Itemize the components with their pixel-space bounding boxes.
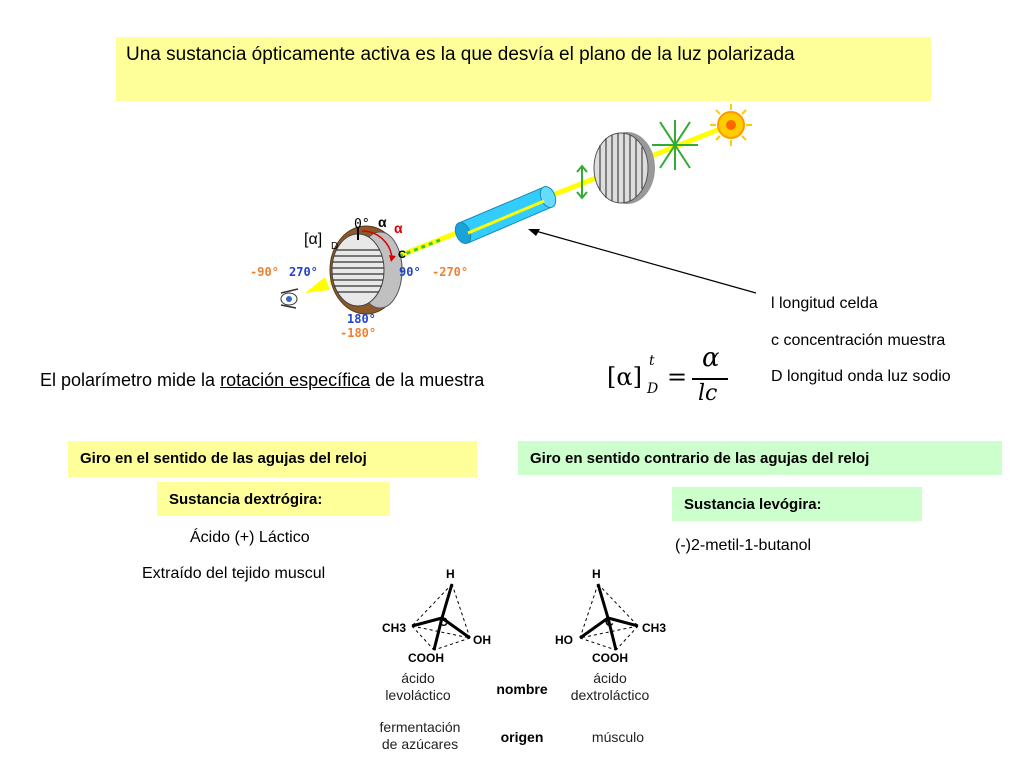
counterclockwise-header-text: Giro en sentido contrario de las agujas …: [530, 450, 870, 467]
right-ch3: CH3: [642, 621, 666, 635]
left-oh: OH: [473, 633, 491, 647]
clockwise-header-text: Giro en el sentido de las agujas del rel…: [80, 450, 367, 467]
clockwise-header: Giro en el sentido de las agujas del rel…: [68, 441, 477, 477]
left-c: C: [439, 615, 448, 629]
enantiomers-svg: H C CH3 OH COOH H C CH3 HO COOH ácido le…: [380, 567, 667, 752]
right-name-2: dextroláctico: [571, 687, 650, 703]
right-c: C: [605, 615, 614, 629]
dextrorotatory-text: Sustancia dextrógira:: [169, 491, 323, 508]
output-arrow: [305, 277, 330, 293]
pointer-arrowhead: [528, 229, 540, 236]
left-cooh: COOH: [408, 651, 444, 665]
left-name-2: levoláctico: [385, 687, 451, 703]
label-alpha-black: α: [378, 214, 387, 230]
counterclockwise-header: Giro en sentido contrario de las agujas …: [518, 441, 1002, 475]
label-c: C: [398, 249, 406, 261]
right-cooh: COOH: [592, 651, 628, 665]
left-origin-2: de azúcares: [382, 736, 458, 752]
sentence-before: El polarímetro mide la: [40, 370, 221, 390]
formula-equals: =: [667, 363, 688, 391]
polarization-arrow-icon: [576, 164, 588, 200]
dextrolactic-structure: [579, 583, 639, 651]
unpolarized-light-icon: [652, 120, 698, 170]
formula-sub: D: [647, 381, 659, 397]
dextrorotatory-box: Sustancia dextrógira:: [157, 482, 390, 516]
light-beam-dashes: [399, 238, 441, 258]
butanol-text: (-)2-metil-1-butanol: [675, 537, 812, 554]
title-box: Una sustancia ópticamente activa es la q…: [116, 37, 931, 101]
right-name-1: ácido: [593, 670, 627, 686]
legend-d: D longitud onda luz sodio: [771, 368, 951, 385]
levolactic-structure: [411, 583, 471, 651]
lactic-acid-enantiomers-figure: H C CH3 OH COOH H C CH3 HO COOH ácido le…: [370, 562, 690, 768]
lactic-acid-text: Ácido (+) Láctico: [190, 529, 310, 546]
sample-tube-icon: [454, 185, 557, 245]
origen-label: origen: [501, 729, 544, 745]
legend-l: l longitud celda: [771, 295, 878, 312]
pointer-line: [531, 229, 757, 294]
label-alpha-red: α: [394, 220, 403, 236]
muscle-tissue-text: Extraído del tejido muscul: [142, 565, 326, 582]
label-neg180: -180°: [340, 326, 376, 340]
formula-sup: t: [649, 353, 655, 369]
formula-lhs: [α]: [607, 363, 642, 391]
right-origin: músculo: [592, 729, 644, 745]
levorotatory-text: Sustancia levógira:: [684, 496, 822, 513]
left-h: H: [446, 567, 455, 581]
sentence-after: de la muestra: [370, 370, 485, 390]
sun-icon: [710, 104, 752, 146]
legend-c: c concentración muestra: [771, 332, 946, 349]
polarimeter-sentence: El polarímetro mide la rotación específi…: [40, 370, 484, 391]
alpha-d-sub: D: [331, 241, 338, 252]
label-0deg: 0°: [354, 217, 370, 232]
formula-numerator: α: [702, 343, 720, 373]
formula-denominator: lc: [698, 381, 718, 406]
right-h: H: [592, 567, 601, 581]
formula-fraction-bar: [692, 378, 728, 380]
label-neg90: -90°: [250, 265, 279, 279]
label-270: 270°: [289, 265, 318, 279]
nombre-label: nombre: [496, 681, 548, 697]
left-name-1: ácido: [401, 670, 435, 686]
title-text: Una sustancia ópticamente activa es la q…: [126, 44, 795, 65]
label-180: 180°: [347, 312, 376, 326]
levorotatory-box: Sustancia levógira:: [672, 487, 922, 521]
left-ch3: CH3: [382, 621, 406, 635]
specific-rotation-link: rotación específica: [220, 370, 371, 390]
label-neg270: -270°: [432, 265, 468, 279]
label-90: 90°: [399, 265, 421, 279]
polarizer-icon: [593, 132, 655, 204]
specific-rotation-formula: [α] t D = α lc: [607, 343, 732, 410]
analyzer-icon: [329, 225, 403, 315]
alpha-d-label: [α]: [304, 231, 322, 248]
right-ho: HO: [555, 633, 573, 647]
eye-icon: [280, 288, 299, 309]
left-origin-1: fermentación: [380, 719, 461, 735]
